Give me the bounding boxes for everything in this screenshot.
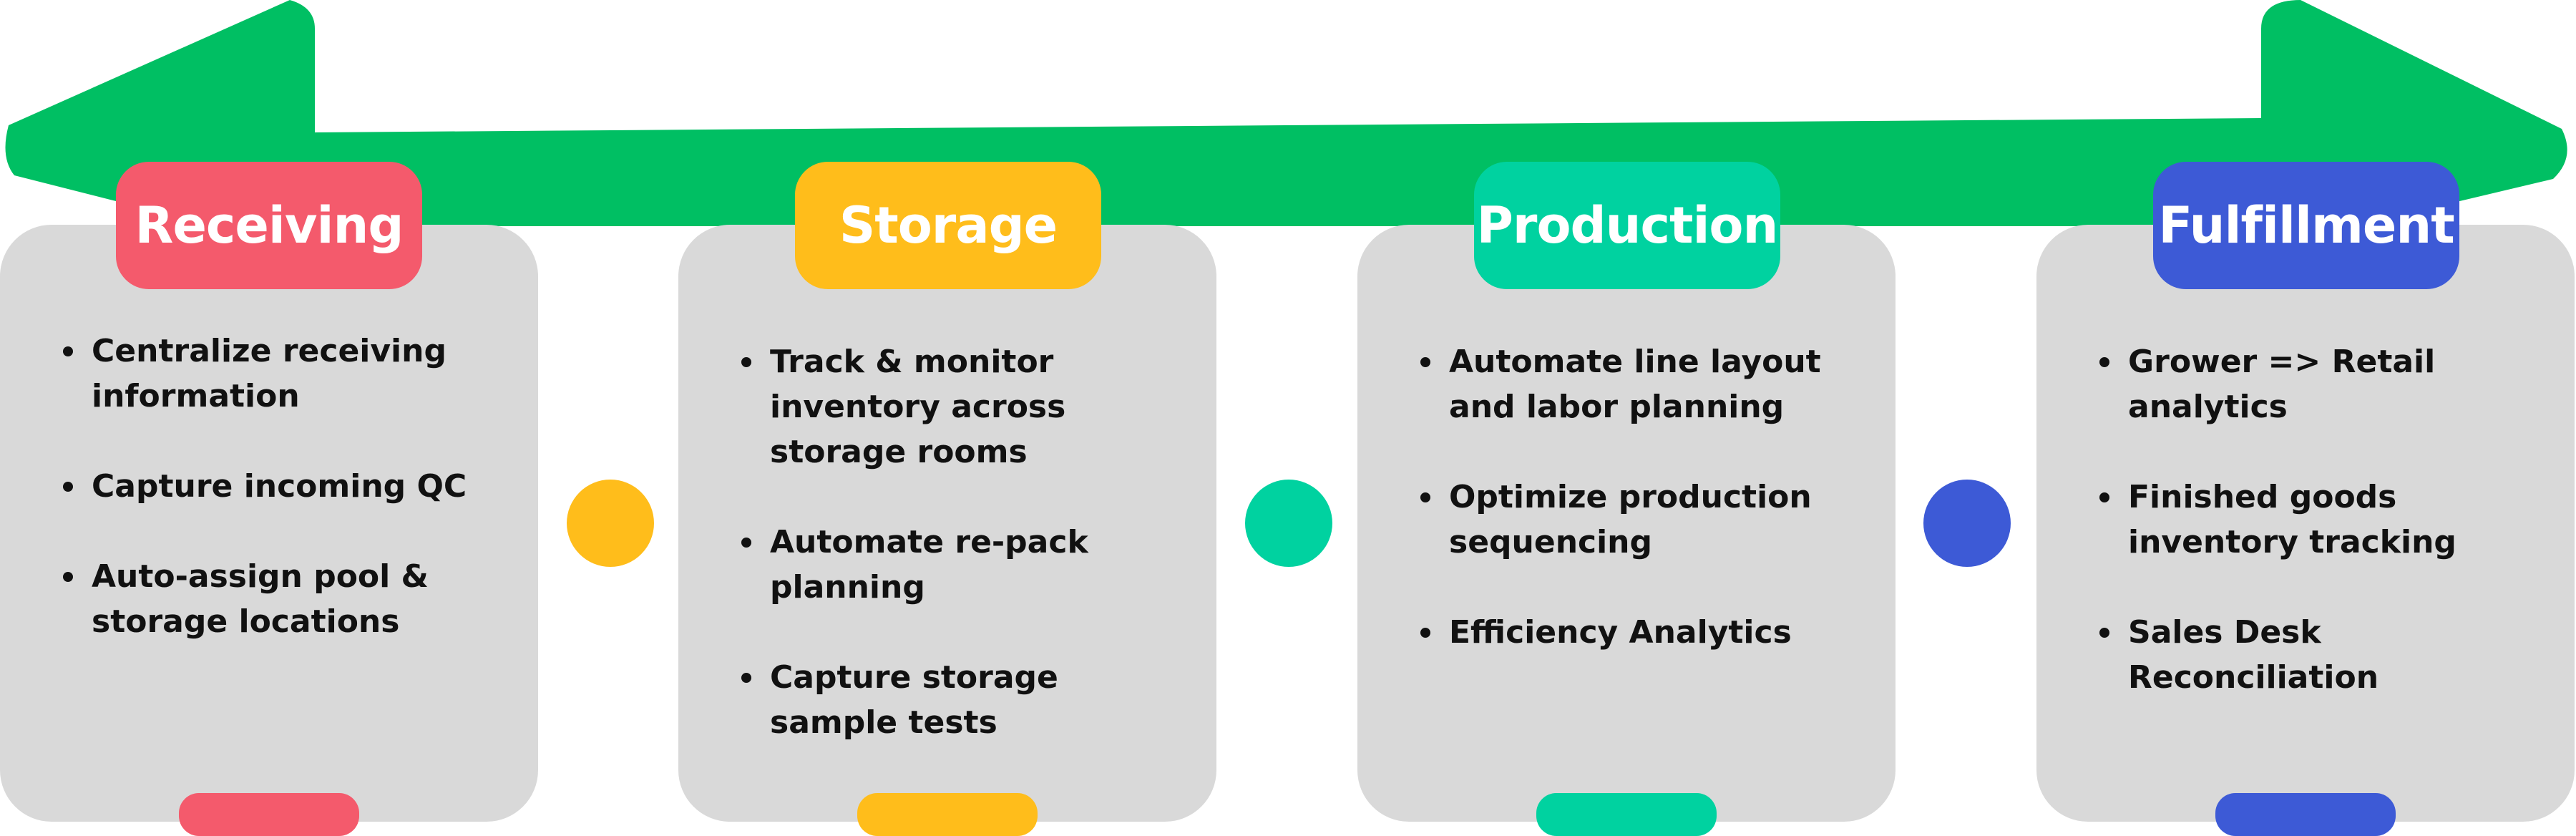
production-card-tab bbox=[1536, 793, 1717, 836]
production-item-1: Automate line layout and labor planning bbox=[1416, 339, 1867, 429]
stage-title-storage: Storage bbox=[795, 162, 1101, 289]
connector-dot-fulfillment bbox=[1923, 480, 2011, 567]
double-headed-arrow bbox=[5, 0, 2567, 226]
card-production: Automate line layout and labor planning … bbox=[1357, 225, 1896, 836]
storage-item-2: Automate re-pack planning bbox=[737, 520, 1188, 610]
stage-title-receiving: Receiving bbox=[116, 162, 422, 289]
double-headed-arrow-shape bbox=[5, 0, 2567, 226]
card-receiving: Centralize receiving information Capture… bbox=[0, 225, 538, 836]
card-fulfillment: Grower => Retail analytics Finished good… bbox=[2036, 225, 2575, 836]
receiving-item-2: Capture incoming QC bbox=[59, 464, 509, 509]
fulfillment-item-2: Finished goods inventory tracking bbox=[2095, 475, 2546, 565]
stage-title-production: Production bbox=[1474, 162, 1780, 289]
stage-title-fulfillment: Fulfillment bbox=[2153, 162, 2459, 289]
connector-dot-storage bbox=[567, 480, 654, 567]
storage-items: Track & monitor inventory across storage… bbox=[737, 339, 1188, 790]
production-item-3: Efficiency Analytics bbox=[1416, 610, 1867, 655]
receiving-item-3: Auto-assign pool & storage locations bbox=[59, 554, 509, 644]
fulfillment-card-tab bbox=[2215, 793, 2396, 836]
production-items: Automate line layout and labor planning … bbox=[1416, 339, 1867, 700]
receiving-card-tab bbox=[179, 793, 359, 836]
fulfillment-items: Grower => Retail analytics Finished good… bbox=[2095, 339, 2546, 745]
fulfillment-item-1: Grower => Retail analytics bbox=[2095, 339, 2546, 429]
card-storage: Track & monitor inventory across storage… bbox=[678, 225, 1216, 836]
receiving-item-1: Centralize receiving information bbox=[59, 329, 509, 419]
connector-dot-production bbox=[1245, 480, 1332, 567]
fulfillment-item-3: Sales Desk Reconciliation bbox=[2095, 610, 2546, 700]
storage-item-3: Capture storage sample tests bbox=[737, 655, 1188, 745]
storage-item-1: Track & monitor inventory across storage… bbox=[737, 339, 1188, 475]
receiving-items: Centralize receiving information Capture… bbox=[59, 329, 509, 689]
production-item-2: Optimize production sequencing bbox=[1416, 475, 1867, 565]
storage-card-tab bbox=[857, 793, 1038, 836]
